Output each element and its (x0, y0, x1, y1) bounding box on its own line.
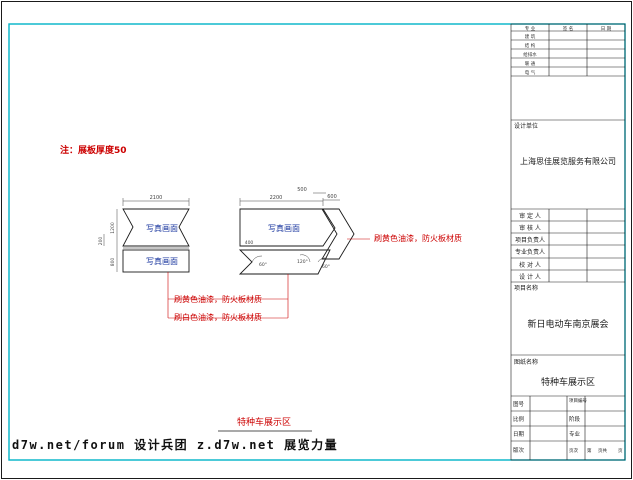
left-top-panel-label: 写真画面 (146, 223, 178, 233)
note-chevron: 刷黄色油漆，防火板材质 (374, 233, 462, 243)
signature-header-discipline: 专 业 (525, 25, 536, 32)
discipline-label: 专业 (569, 430, 581, 438)
right-main-panel (239, 208, 336, 247)
right-main-panel-label: 写真画面 (268, 223, 300, 233)
note-white: 刷白色油漆，防火板材质 (174, 312, 262, 322)
signature-row-structure: 结 构 (525, 42, 536, 49)
drawing-label: 图纸名称 (514, 358, 538, 366)
left-width-dim: 2100 (150, 195, 163, 201)
signature-header-sign: 签 名 (563, 25, 573, 32)
scale-label: 比例 (513, 415, 525, 423)
right-chevron (321, 208, 355, 260)
review-project-lead: 项目负责人 (515, 236, 545, 244)
review-designer: 设 计 人 (519, 273, 541, 281)
review-approver: 审 定 人 (519, 212, 541, 220)
left-top-panel (122, 208, 190, 247)
note-yellow: 刷黄色油漆，防火板材质 (174, 294, 262, 304)
angle-dim-1: 60° (259, 262, 267, 268)
leader-lines (167, 238, 370, 319)
bottom-info-table: 图号 项目编号 比例 阶段 日期 专业 版次 页次 第 页共 页 (513, 397, 623, 454)
date-label: 日期 (513, 431, 525, 438)
right-width-dim: 2200 (270, 195, 283, 201)
site-watermark: d7w.net/forum 设计兵团 z.d7w.net 展览力量 (12, 438, 339, 452)
left-side-dim-1: 1200 (110, 222, 116, 234)
right-base-panel (238, 249, 331, 275)
sheet-bottom-title: 特种车展示区 (237, 416, 291, 428)
right-base-dim: 400 (245, 240, 254, 246)
left-bottom-panel (122, 249, 190, 273)
signature-row-architecture: 建 筑 (525, 33, 536, 40)
project-label: 项目名称 (514, 284, 538, 292)
drawing-name: 特种车展示区 (541, 376, 595, 388)
angle-dim-2: 120° (297, 259, 308, 265)
review-checker: 校 对 人 (519, 261, 541, 269)
right-panel-drawing (238, 192, 355, 275)
signature-row-hvac: 暖 通 (525, 60, 536, 67)
review-reviewer: 审 核 人 (519, 224, 541, 232)
left-panel-drawing (103, 198, 190, 273)
sheet-suffix-label: 页 (618, 448, 623, 454)
left-side-dim-3: 200 (98, 237, 104, 246)
signature-row-plumbing: 给排水 (523, 51, 537, 58)
revision-label: 版次 (513, 446, 525, 454)
review-discipline-lead: 专业负责人 (515, 248, 545, 256)
thickness-note: 注：展板厚度50 (60, 144, 127, 156)
stage-label: 阶段 (569, 415, 581, 423)
design-unit-name: 上海思佳展览服务有限公司 (520, 156, 616, 166)
drawing-no-label: 图号 (513, 400, 525, 408)
design-unit-label: 设计单位 (514, 122, 538, 130)
sheet-of-label: 页共 (598, 447, 607, 454)
signature-table: 专 业 签 名 日 期 建 筑 结 构 给排水 暖 通 电 气 (523, 25, 611, 76)
signature-header-date: 日 期 (601, 26, 612, 32)
right-small-dim-1: 500 (297, 187, 307, 193)
left-bottom-panel-label: 写真画面 (146, 256, 178, 266)
project-no-label: 项目编号 (569, 397, 587, 404)
right-small-dim-2: 600 (327, 194, 337, 200)
sheet-mid-label: 第 (587, 447, 592, 454)
angle-dim-3: 60° (322, 264, 330, 270)
review-table: 审 定 人 审 核 人 项目负责人 专业负责人 校 对 人 设 计 人 (515, 212, 545, 281)
signature-row-electrical: 电 气 (525, 69, 536, 76)
project-name: 新日电动车南京展会 (527, 318, 608, 330)
title-block (510, 23, 626, 461)
sheet-prefix-label: 页次 (569, 447, 578, 454)
left-side-dim-2: 800 (110, 258, 116, 267)
